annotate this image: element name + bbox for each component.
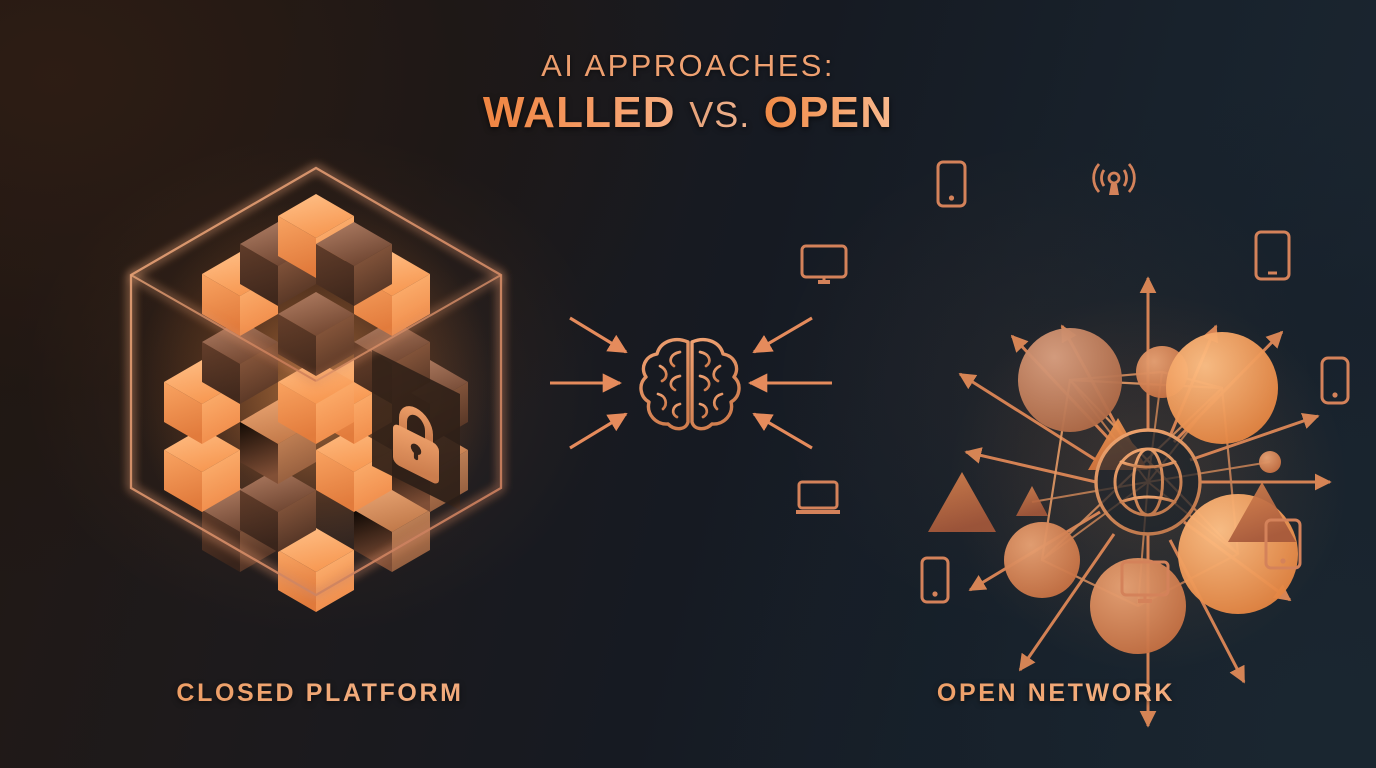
network-triangle bbox=[1016, 486, 1048, 516]
radiating-arrow-w bbox=[964, 447, 1097, 484]
network-node bbox=[1090, 558, 1186, 654]
monitor-icon bbox=[800, 244, 848, 284]
cube-wireframe bbox=[129, 166, 503, 597]
laptop-icon bbox=[796, 480, 840, 514]
smartphone-icon bbox=[920, 556, 950, 604]
hub-globe-group bbox=[1094, 428, 1202, 536]
globe-icon bbox=[1113, 447, 1183, 517]
network-triangle bbox=[1228, 482, 1296, 542]
network-node bbox=[1259, 451, 1281, 473]
lock-panel bbox=[372, 350, 460, 510]
arrow-group-right bbox=[748, 316, 832, 450]
open-network-caption: OPEN NETWORK bbox=[736, 679, 1376, 708]
smartphone-icon bbox=[936, 160, 967, 208]
brain-icon bbox=[639, 337, 741, 431]
title-line-secondary: WALLED VS. OPEN bbox=[0, 87, 1376, 139]
radiating-arrow-sw2 bbox=[1018, 533, 1116, 672]
broadcast-icon bbox=[1092, 163, 1136, 195]
radiating-arrow-nw2 bbox=[958, 372, 1097, 462]
arrow-left-bottom bbox=[569, 412, 628, 450]
arrow-right-top bbox=[752, 316, 813, 354]
center-brain-graphic bbox=[540, 300, 840, 500]
arrow-group-left bbox=[550, 316, 628, 450]
network-node bbox=[1018, 328, 1122, 432]
network-node bbox=[1178, 494, 1298, 614]
page-title: AI APPROACHES: WALLED VS. OPEN bbox=[0, 48, 1376, 138]
radiating-arrow-ne2 bbox=[1189, 412, 1320, 462]
tablet-icon bbox=[1264, 518, 1302, 570]
title-line-primary: AI APPROACHES: bbox=[0, 48, 1376, 85]
open-network-graphic bbox=[770, 130, 1370, 728]
arrow-left-top bbox=[569, 316, 628, 354]
network-triangle bbox=[928, 472, 996, 532]
title-word-open: OPEN bbox=[763, 87, 894, 137]
tablet-icon bbox=[1254, 230, 1291, 281]
title-word-vs: VS. bbox=[689, 93, 751, 135]
brain-arrows-svg bbox=[550, 316, 832, 450]
closed-platform-caption: CLOSED PLATFORM bbox=[0, 679, 640, 708]
cube-svg bbox=[129, 166, 503, 612]
monitor-icon bbox=[1120, 560, 1170, 603]
smartphone-icon bbox=[1320, 356, 1350, 405]
network-node bbox=[1004, 522, 1080, 598]
peripheral-device-group bbox=[796, 160, 1350, 604]
network-node bbox=[1166, 332, 1278, 444]
padlock-icon bbox=[393, 406, 439, 484]
title-word-walled: WALLED bbox=[482, 87, 676, 137]
network-svg bbox=[796, 160, 1350, 728]
arrow-right-bottom bbox=[752, 412, 813, 450]
closed-platform-graphic bbox=[86, 150, 546, 612]
